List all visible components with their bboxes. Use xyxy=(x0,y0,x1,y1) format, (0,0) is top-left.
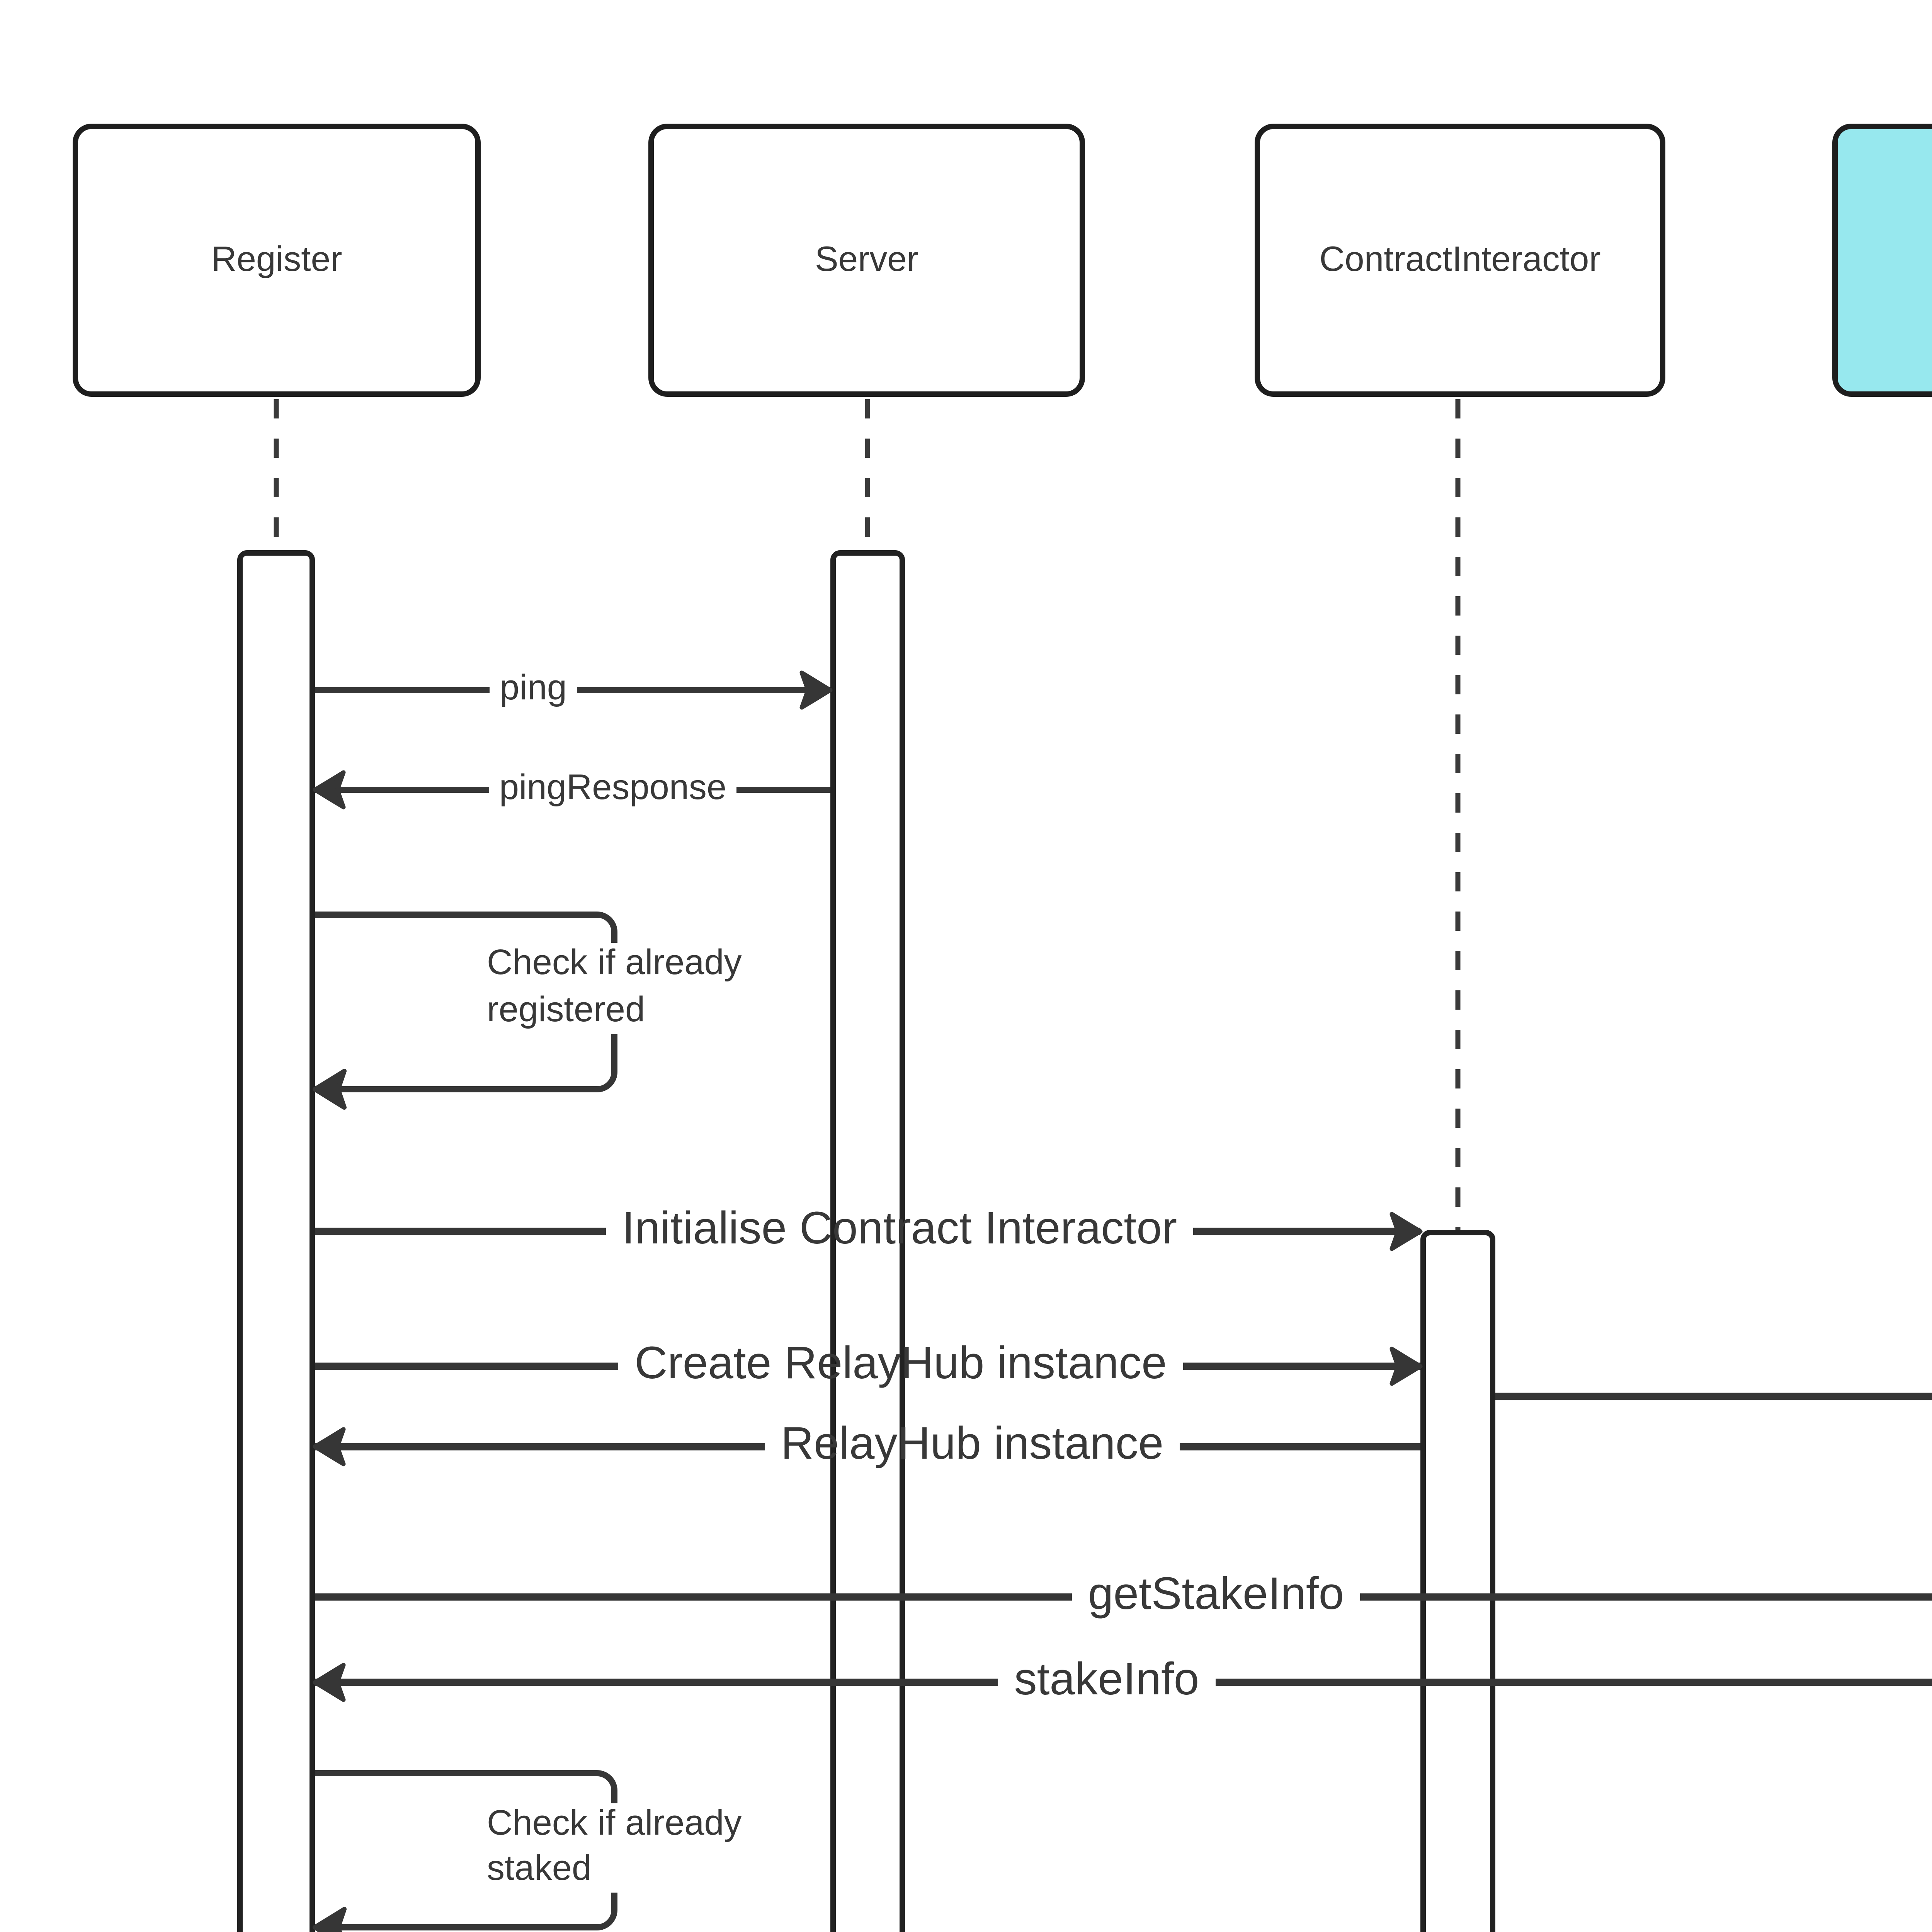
svg-text:staked: staked xyxy=(487,1848,592,1888)
svg-text:registered: registered xyxy=(487,990,645,1029)
svg-text:Initialise Contract Interactor: Initialise Contract Interactor xyxy=(622,1202,1177,1253)
svg-text:Check if already: Check if already xyxy=(487,1803,742,1842)
svg-text:getStakeInfo: getStakeInfo xyxy=(1088,1568,1344,1619)
svg-text:ContractInteractor: ContractInteractor xyxy=(1319,240,1600,279)
svg-text:Register: Register xyxy=(211,240,342,279)
svg-text:pingResponse: pingResponse xyxy=(499,767,726,807)
svg-text:ping: ping xyxy=(500,668,567,707)
svg-text:stakeInfo: stakeInfo xyxy=(1014,1653,1199,1704)
svg-text:Create RelayHub instance: Create RelayHub instance xyxy=(634,1337,1167,1388)
svg-text:Server: Server xyxy=(815,240,918,279)
svg-text:Check if already: Check if already xyxy=(487,942,742,982)
svg-text:RelayHub instance: RelayHub instance xyxy=(781,1418,1163,1469)
